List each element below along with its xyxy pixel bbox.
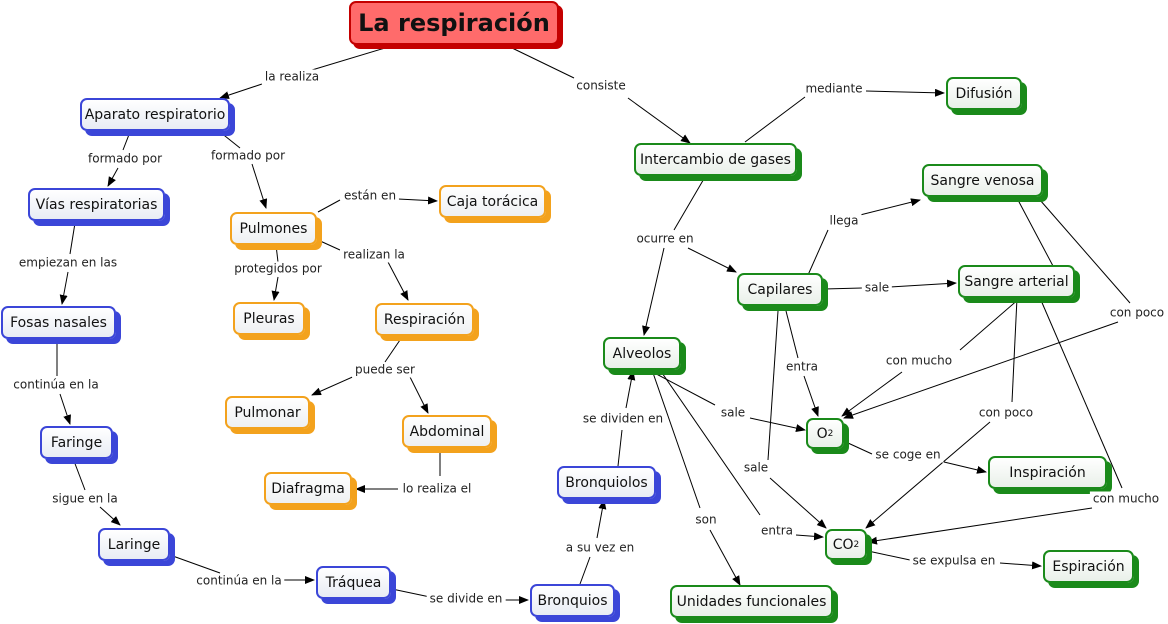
node-sangre-arterial[interactable]: Sangre arterial [958,265,1075,298]
link-label-sale-alveolos: sale [717,405,749,421]
link-label-sigue-en-la: sigue en la [49,491,121,507]
co2-subscript: 2 [853,539,860,550]
node-caja-toracica[interactable]: Caja torácica [439,185,546,218]
link-label-con-poco-co2: con poco [975,405,1037,421]
link-label-lo-realiza-el: lo realiza el [399,481,475,497]
link-label-con-mucho-co2: con mucho [1089,491,1163,507]
node-laringe[interactable]: Laringe [98,528,170,561]
link-label-mediante: mediante [802,81,866,97]
link-label-continua-en-la-traquea: continúa en la [193,573,285,589]
node-aparato-respiratorio[interactable]: Aparato respiratorio [80,98,230,131]
link-label-se-coge-en: se coge en [872,447,944,463]
node-difusion[interactable]: Difusión [946,77,1022,110]
link-label-ocurre-en: ocurre en [633,231,697,247]
node-traquea[interactable]: Tráquea [316,566,391,599]
node-intercambio-de-gases[interactable]: Intercambio de gases [634,143,797,176]
node-bronquiolos[interactable]: Bronquiolos [557,466,656,499]
link-label-la-realiza: la realiza [261,69,323,85]
link-label-son: son [692,512,720,528]
node-diafragma[interactable]: Diafragma [264,472,352,505]
node-respiracion[interactable]: Respiración [375,303,474,336]
node-espiracion[interactable]: Espiración [1043,550,1134,583]
o2-subscript: 2 [827,428,834,439]
link-label-consiste: consiste [573,78,629,94]
link-label-se-divide-en: se divide en [426,591,506,607]
node-alveolos[interactable]: Alveolos [603,337,681,370]
node-abdominal[interactable]: Abdominal [402,415,492,448]
o2-symbol: O [816,425,828,442]
node-vias-respiratorias[interactable]: Vías respiratorias [28,188,165,221]
link-label-puede-ser: puede ser [352,362,418,378]
link-label-con-poco-o2: con poco [1106,305,1168,321]
link-label-se-dividen-en: se dividen en [579,411,667,427]
node-faringe[interactable]: Faringe [40,426,113,459]
diagram-title: La respiración [349,1,559,45]
link-label-empiezan-en-las: empiezan en las [15,255,121,271]
node-fosas-nasales[interactable]: Fosas nasales [1,306,116,339]
link-label-entra-capilares: entra [783,359,821,375]
link-label-continua-en-la-faringe: continúa en la [10,377,102,393]
node-bronquios[interactable]: Bronquios [530,584,615,617]
node-unidades-funcionales[interactable]: Unidades funcionales [670,585,833,618]
link-label-protegidos-por: protegidos por [231,261,325,277]
link-label-realizan-la: realizan la [340,247,408,263]
link-label-a-su-vez-en: a su vez en [562,540,638,556]
node-inspiracion[interactable]: Inspiración [988,456,1107,489]
link-label-entra-alveolos: entra [758,523,796,539]
node-capilares[interactable]: Capilares [737,273,823,306]
link-label-sale-capilares-arterial: sale [861,280,893,296]
node-pulmonar[interactable]: Pulmonar [225,396,310,429]
node-pleuras[interactable]: Pleuras [233,302,305,335]
link-label-se-expulsa-en: se expulsa en [909,553,999,569]
node-sangre-venosa[interactable]: Sangre venosa [922,164,1043,197]
node-pulmones[interactable]: Pulmones [230,212,317,245]
co2-symbol: CO [832,536,854,553]
link-label-formado-por-vias: formado por [85,151,165,167]
link-label-sale-capilares-co2: sale [740,460,772,476]
link-label-formado-por-pulmones: formado por [208,148,288,164]
link-label-estan-en: están en [340,188,400,204]
link-label-llega: llega [826,213,862,229]
link-label-con-mucho-o2: con mucho [882,353,956,369]
